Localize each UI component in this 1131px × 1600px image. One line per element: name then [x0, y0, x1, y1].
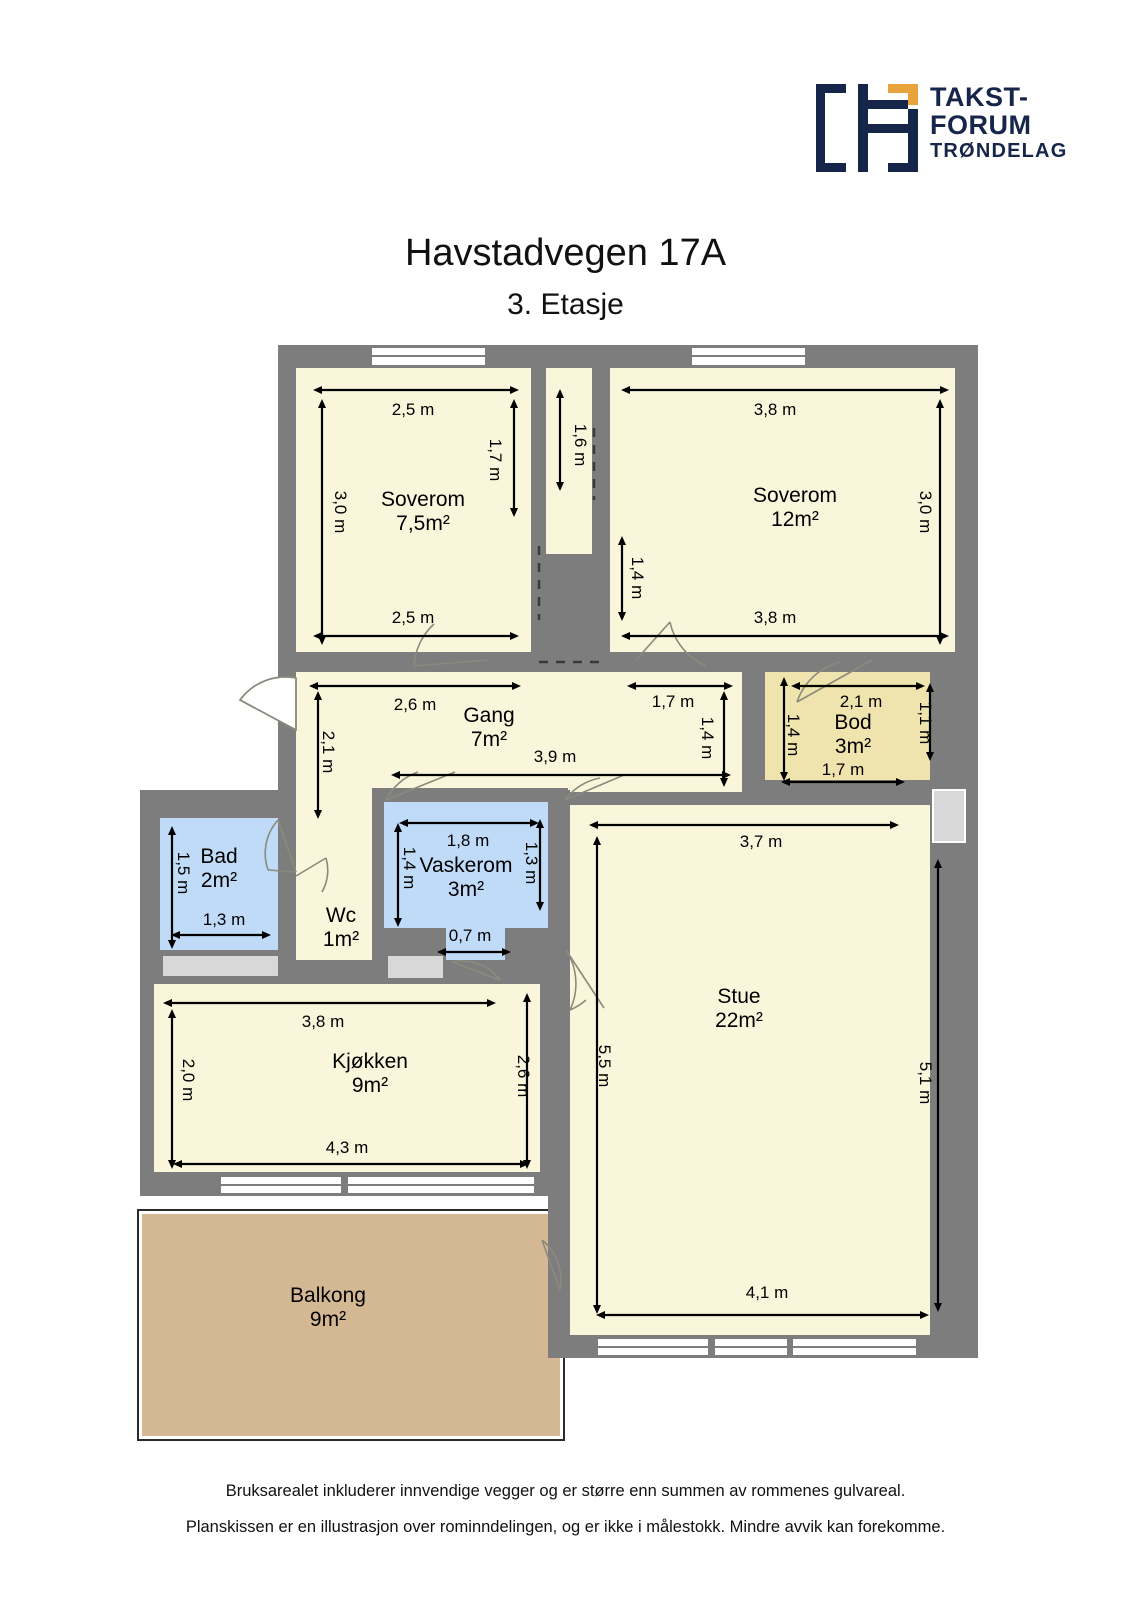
footer-note-2: Planskissen er en illustrasjon over romi… [185, 1518, 946, 1536]
fixture-wc-unit [388, 956, 443, 978]
door-wc [321, 857, 329, 893]
room-label-balkong: Balkong 9m² [290, 1284, 366, 1332]
room-area: 1m² [322, 928, 360, 951]
footer-note-1: Bruksarealet inkluderer innvendige vegge… [225, 1482, 906, 1500]
door-bad [264, 819, 279, 871]
room-fills [137, 368, 958, 1441]
dimension-label: 1,4 m [400, 846, 419, 890]
dimension-label: 1,4 m [784, 713, 803, 757]
takst-forum-logo-mark [816, 84, 918, 172]
dimension-label: 2,6 m [514, 1054, 533, 1098]
dimension-label: 3,0 m [331, 490, 350, 534]
door-bod [796, 661, 841, 703]
room-fill-stue [570, 805, 930, 1340]
room-fill-soverom-1 [296, 368, 531, 658]
logo-line-1: TAKST- [930, 82, 1029, 112]
room-fill-gang [296, 672, 742, 792]
dimension-label: 1,8 m [446, 831, 490, 850]
dimension-label: 3,8 m [753, 608, 797, 627]
room-fill-kjokken [148, 982, 540, 1172]
company-logo: TAKST- FORUM TRØNDELAG [812, 78, 1066, 178]
dimension-label: 3,0 m [916, 490, 935, 534]
room-name: Kjøkken [332, 1049, 408, 1073]
logo-line-2: FORUM [930, 110, 1032, 140]
room-label-gang: Gang 7m² [463, 704, 514, 752]
room-name: Soverom [380, 487, 466, 511]
dimension-label: 2,0 m [179, 1058, 198, 1102]
door-soverom-1 [413, 623, 435, 667]
dimension-label: 1,7 m [486, 438, 505, 482]
dimension-label: 1,7 m [651, 692, 695, 711]
door-entry [238, 676, 297, 732]
dimension-label: 1,1 m [916, 701, 935, 745]
room-area: 12m² [771, 508, 819, 531]
room-area: 9m² [351, 1074, 389, 1097]
room-fill-niche [546, 368, 592, 554]
door-balkong [541, 1239, 562, 1291]
page-title: Havstadvegen 17A [404, 232, 727, 274]
dimension-label: 3,7 m [739, 832, 783, 851]
dimension-label: 2,5 m [391, 400, 435, 419]
dimension-label: 2,6 m [393, 695, 437, 714]
dimension-label: 1,5 m [174, 851, 193, 895]
logo-line-3: TRØNDELAG [930, 140, 1068, 162]
dimension-label: 5,5 m [595, 1044, 614, 1088]
room-name: Balkong [290, 1283, 366, 1307]
room-fill-wc [296, 790, 372, 968]
dashed-partitions [537, 428, 600, 664]
room-fill-soverom-2 [610, 368, 958, 658]
room-label-kjokken: Kjøkken 9m² [332, 1050, 408, 1098]
dimension-arrows [163, 386, 949, 1319]
room-name: Bod [834, 710, 872, 734]
dimension-label: 2,5 m [391, 608, 435, 627]
room-label-bod: Bod 3m² [834, 711, 871, 759]
room-name: Gang [463, 703, 515, 727]
door-kjokken [451, 960, 501, 981]
room-area: 2m² [200, 869, 238, 892]
fixture-bad-sink [163, 956, 278, 976]
dimension-label: 4,3 m [325, 1138, 369, 1157]
dimension-label: 1,3 m [522, 841, 541, 885]
room-area: 3m² [834, 735, 872, 758]
dimension-label: 2,1 m [839, 692, 883, 711]
room-label-wc: Wc 1m² [323, 904, 359, 952]
fixtures [163, 789, 966, 978]
dimension-label: 5,1 m [916, 1061, 935, 1105]
dimension-label: 3,8 m [301, 1012, 345, 1031]
room-label-stue: Stue 22m² [715, 985, 763, 1033]
room-fill-bod [765, 672, 930, 780]
room-label-bad: Bad 2m² [200, 845, 237, 893]
room-label-soverom-2: Soverom 12m² [753, 484, 837, 532]
door-swings [238, 621, 873, 1291]
dimension-label: 1,7 m [821, 760, 865, 779]
room-area: 7,5m² [396, 512, 450, 535]
room-label-soverom-1: Soverom 7,5m² [381, 488, 465, 536]
dimension-label: 0,7 m [448, 926, 492, 945]
room-area: 3m² [447, 878, 485, 901]
dimension-label: 2,1 m [319, 730, 338, 774]
windows [221, 348, 916, 1355]
dimension-label: 1,6 m [571, 423, 590, 467]
dimension-label: 3,8 m [753, 400, 797, 419]
room-fill-vaskerom [384, 800, 565, 975]
door-soverom-2 [669, 621, 707, 667]
dimension-label: 1,4 m [698, 716, 717, 760]
page-subtitle: 3. Etasje [507, 288, 624, 321]
room-area: 7m² [470, 728, 508, 751]
room-name: Soverom [752, 483, 838, 507]
room-name: Stue [717, 984, 761, 1008]
room-label-vaskerom: Vaskerom 3m² [420, 854, 513, 902]
fixture-stue-wall-unit [932, 789, 966, 843]
room-name: Wc [325, 903, 357, 927]
dimension-label: 3,9 m [533, 747, 577, 766]
room-fill-bad [160, 818, 278, 950]
room-name: Vaskerom [419, 853, 513, 877]
dimension-label: 1,4 m [628, 556, 647, 600]
room-name: Bad [200, 844, 238, 868]
dimension-label: 4,1 m [745, 1283, 789, 1302]
room-area: 9m² [309, 1308, 347, 1331]
dimension-label: 1,3 m [202, 910, 246, 929]
room-area: 22m² [715, 1009, 763, 1032]
